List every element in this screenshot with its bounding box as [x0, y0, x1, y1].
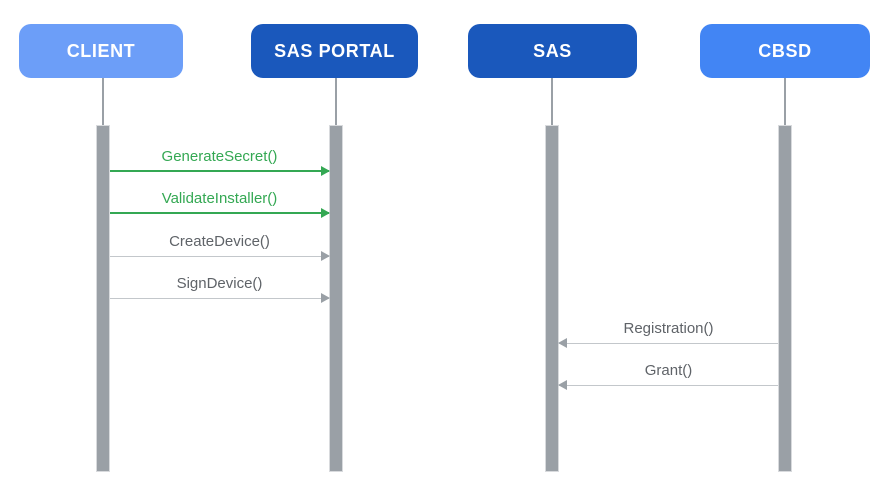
- arrowhead-right-icon: [321, 293, 330, 303]
- arrowhead-right-icon: [321, 208, 330, 218]
- message-generate-secret: GenerateSecret(): [110, 146, 330, 178]
- actor-label-client: CLIENT: [66, 40, 136, 61]
- activation-bar-sas: [545, 125, 559, 472]
- message-grant: Grant(): [558, 360, 778, 392]
- actor-label-sas: SAS: [533, 40, 572, 61]
- actor-box-sas-portal: SAS PORTAL: [251, 24, 418, 78]
- message-sign-device: SignDevice(): [110, 273, 330, 305]
- lifeline-cbsd: [784, 78, 786, 125]
- message-label: GenerateSecret(): [161, 148, 278, 165]
- actor-label-sas-portal: SAS PORTAL: [274, 40, 395, 61]
- message-label: ValidateInstaller(): [161, 190, 278, 207]
- activation-bar-sas-portal: [329, 125, 343, 472]
- actor-label-cbsd: CBSD: [758, 40, 812, 61]
- lifeline-client: [102, 78, 104, 125]
- message-label: SignDevice(): [176, 275, 263, 292]
- message-line: [110, 255, 329, 257]
- message-label: CreateDevice(): [169, 233, 270, 250]
- activation-bar-cbsd: [778, 125, 792, 472]
- arrowhead-left-icon: [558, 338, 567, 348]
- lifeline-sas-portal: [335, 78, 337, 125]
- message-create-device: CreateDevice(): [110, 231, 330, 263]
- lifeline-sas: [551, 78, 553, 125]
- message-line: [110, 170, 329, 172]
- message-validate-installer: ValidateInstaller(): [110, 188, 330, 220]
- activation-bar-client: [96, 125, 110, 472]
- message-line: [110, 297, 329, 299]
- actor-box-cbsd: CBSD: [700, 24, 870, 78]
- message-label: Grant(): [644, 362, 693, 379]
- arrowhead-right-icon: [321, 166, 330, 176]
- arrowhead-right-icon: [321, 251, 330, 261]
- actor-box-client: CLIENT: [19, 24, 183, 78]
- message-line: [110, 212, 329, 214]
- arrowhead-left-icon: [558, 380, 567, 390]
- message-registration: Registration(): [558, 318, 778, 350]
- message-label: Registration(): [623, 320, 714, 337]
- actor-box-sas: SAS: [468, 24, 637, 78]
- message-line: [559, 384, 778, 386]
- message-line: [559, 342, 778, 344]
